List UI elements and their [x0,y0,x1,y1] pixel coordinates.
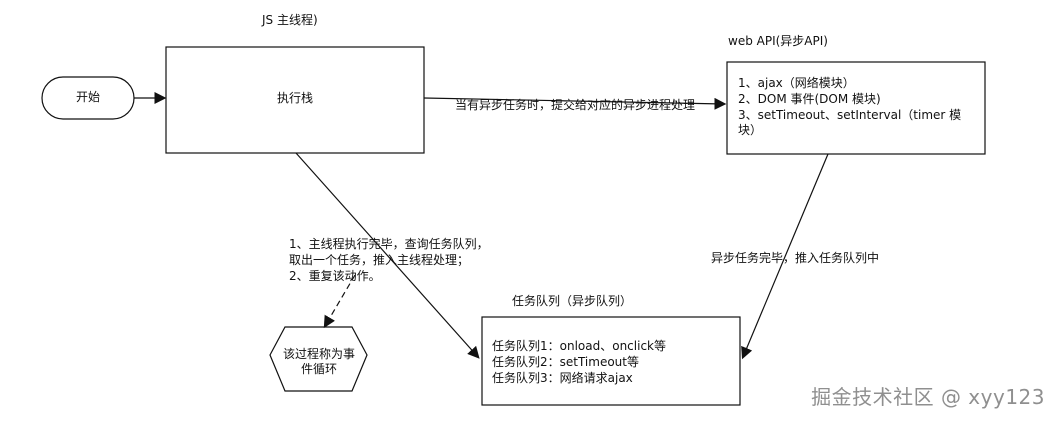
web-api-title: web API(异步API) [728,34,828,48]
edge-label-webapi-to-queue: 异步任务完毕，推入任务队列中 [711,251,880,265]
edge-webapi-to-queue [741,153,829,360]
task-queue-title: 任务队列（异步队列） [512,294,633,308]
web-api-item-3: 3、setTimeout、setInterval（timer 模块） [738,108,962,137]
task-queue-item-1: 任务队列1：onload、onclick等 [492,339,666,353]
exec-stack-label: 执行栈 [276,91,313,105]
web-api-item-1: 1、ajax（网络模块） [738,76,855,90]
edge-label-stack-to-webapi: 当有异步任务时，提交给对应的异步进程处理 [455,98,696,112]
edge-stack-to-webapi [423,97,727,110]
start-label: 开始 [75,90,100,104]
task-queue-item-2: 任务队列2：setTimeout等 [492,355,639,369]
loop-step-line-3: 2、重复该动作。 [289,269,381,283]
loop-step-line-2: 取出一个任务，推入主线程处理； [289,253,470,267]
watermark: 掘金技术社区 @ xyy123 [811,385,1045,409]
web-api-item-2: 2、DOM 事件(DOM 模块) [738,92,881,106]
diagram-title: JS 主线程) [262,13,318,27]
edge-stack-to-queue [295,152,480,359]
event-loop-node [269,326,368,392]
event-loop-label: 该过程称为事件循环 [282,347,355,376]
loop-step-line-1: 1、主线程执行完毕，查询任务队列， [289,237,489,251]
web-api-box [726,61,986,155]
task-queue-item-3: 任务队列3：网络请求ajax [492,371,633,385]
task-queue-box [481,316,741,406]
